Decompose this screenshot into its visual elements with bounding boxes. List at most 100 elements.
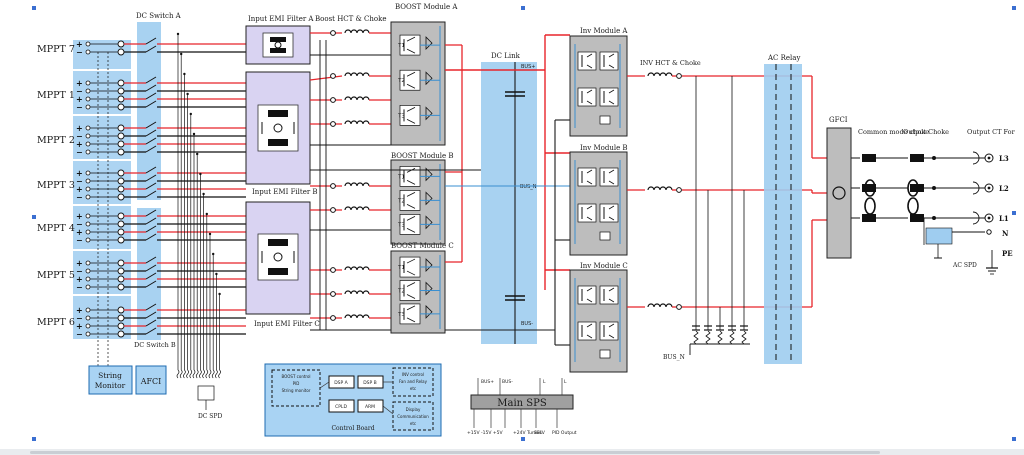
cb-string-monitor: String monitor: [282, 388, 311, 393]
string-monitor-label-2: Monitor: [95, 381, 126, 390]
sps-bus-minus: BUS-: [502, 379, 513, 385]
inv-hct-sensor: [676, 73, 682, 79]
inv-switch: [577, 87, 597, 107]
ct-sensor: [972, 211, 980, 225]
switch-blade: [145, 256, 157, 264]
inv-ce: [608, 53, 615, 69]
inv-module-c-label: Inv Module C: [580, 262, 628, 270]
boost-module-a-label: BOOST Module A: [395, 3, 458, 11]
cm-choke-core: [862, 214, 876, 222]
varistor: [183, 369, 186, 379]
cm-choke-core: [862, 154, 876, 162]
transistor-label: T1: [397, 265, 405, 271]
cb-fan-relay: Fan and Relay: [399, 379, 428, 384]
hct-sensor: [330, 30, 336, 36]
choke-coil: [344, 120, 370, 125]
emi-filter-b: [245, 71, 311, 185]
dc-link-panel: [481, 62, 537, 344]
pe-label: PE: [1002, 249, 1013, 258]
sps-out4: PID Output: [552, 430, 577, 436]
switch-blade: [145, 233, 157, 241]
fuse-circle: [117, 79, 125, 87]
terminal-dot: [85, 307, 91, 313]
fuse-circle: [117, 322, 125, 330]
terminal-dot: [85, 284, 91, 290]
varistor: [186, 369, 189, 379]
junction-dot: [180, 52, 183, 56]
boost-module-b-label: BOOST Module B: [391, 152, 454, 160]
junction-dot: [183, 72, 186, 76]
sps-l2: L: [564, 379, 567, 385]
fuse-circle: [117, 314, 125, 322]
terminal-sign: +: [76, 94, 83, 104]
terminal-sign: +: [76, 227, 83, 237]
dc-switch-a-label: DC Switch A: [136, 12, 182, 20]
diode: [425, 281, 433, 296]
string-monitor-box: [88, 365, 133, 395]
terminal-dot: [85, 178, 91, 184]
fuse-circle: [117, 95, 125, 103]
terminal-sign: −: [76, 219, 83, 229]
output-ct-label: Output CT For: [967, 128, 1016, 136]
junction-dot: [215, 272, 218, 276]
terminal-dot: [85, 186, 91, 192]
mppt-label: MPPT 1: [37, 90, 75, 101]
hct-sensor: [330, 207, 336, 213]
igbt-e: [406, 228, 416, 233]
choke-coil: [647, 303, 673, 308]
switch-blade: [145, 92, 157, 100]
junction-dot: [176, 32, 180, 36]
ac-terminals: [972, 151, 998, 275]
n-terminal: [986, 229, 992, 235]
switch-blade: [145, 37, 157, 45]
cb-arm: ARM: [365, 404, 375, 410]
inv-switch: [599, 87, 619, 107]
igbt-e: [406, 317, 416, 323]
dc-spd-box: [197, 385, 215, 401]
terminal-dot: [85, 315, 91, 321]
switch-blade: [145, 264, 157, 272]
selection-handles[interactable]: [32, 6, 1016, 441]
cb-cpld: CPLD: [335, 404, 347, 410]
fuse-circle: [117, 330, 125, 338]
fuse-circle: [117, 132, 125, 140]
junction-dot: [192, 132, 196, 136]
igbt-e: [406, 119, 416, 124]
inv-ce: [586, 169, 593, 185]
terminal-sign: −: [76, 313, 83, 323]
terminal-dot: [85, 88, 91, 94]
inv-switch: [599, 51, 619, 71]
varistor: [205, 369, 209, 379]
inv-ce: [586, 89, 593, 105]
main-sps-label: Main SPS: [497, 398, 547, 409]
inv-ce: [586, 323, 593, 339]
inv-switch: [599, 321, 619, 341]
inv-sensor: [599, 349, 611, 359]
boost-module-c-label: BOOST Module C: [391, 242, 454, 250]
ac-spd-box: [925, 227, 953, 245]
varistor: [199, 369, 202, 379]
terminal-sign: −: [76, 329, 83, 339]
fuse-circle: [117, 306, 125, 314]
gfci-label: GFCI: [829, 116, 848, 124]
boost-internals: [399, 26, 463, 329]
varistor: [195, 369, 199, 379]
control-board: [264, 363, 442, 437]
terminal-sign: −: [76, 176, 83, 186]
sps-l: L: [543, 379, 546, 385]
inv-ce: [586, 53, 593, 69]
junction-dot: [202, 192, 205, 196]
inv-ce: [608, 205, 615, 221]
terminal-sign: +: [76, 139, 83, 149]
switch-blade: [145, 311, 157, 319]
inv-ce: [586, 287, 593, 303]
igbt-e: [406, 270, 416, 276]
inv-ce: [608, 287, 615, 303]
mppt-label: MPPT 2: [37, 135, 75, 146]
igbt-c: [406, 107, 416, 112]
varistor: [202, 369, 205, 379]
bus-n-label: BUS_N: [520, 184, 537, 190]
scrollbar-thumb[interactable]: [30, 451, 880, 454]
terminal-dot: [85, 133, 91, 139]
